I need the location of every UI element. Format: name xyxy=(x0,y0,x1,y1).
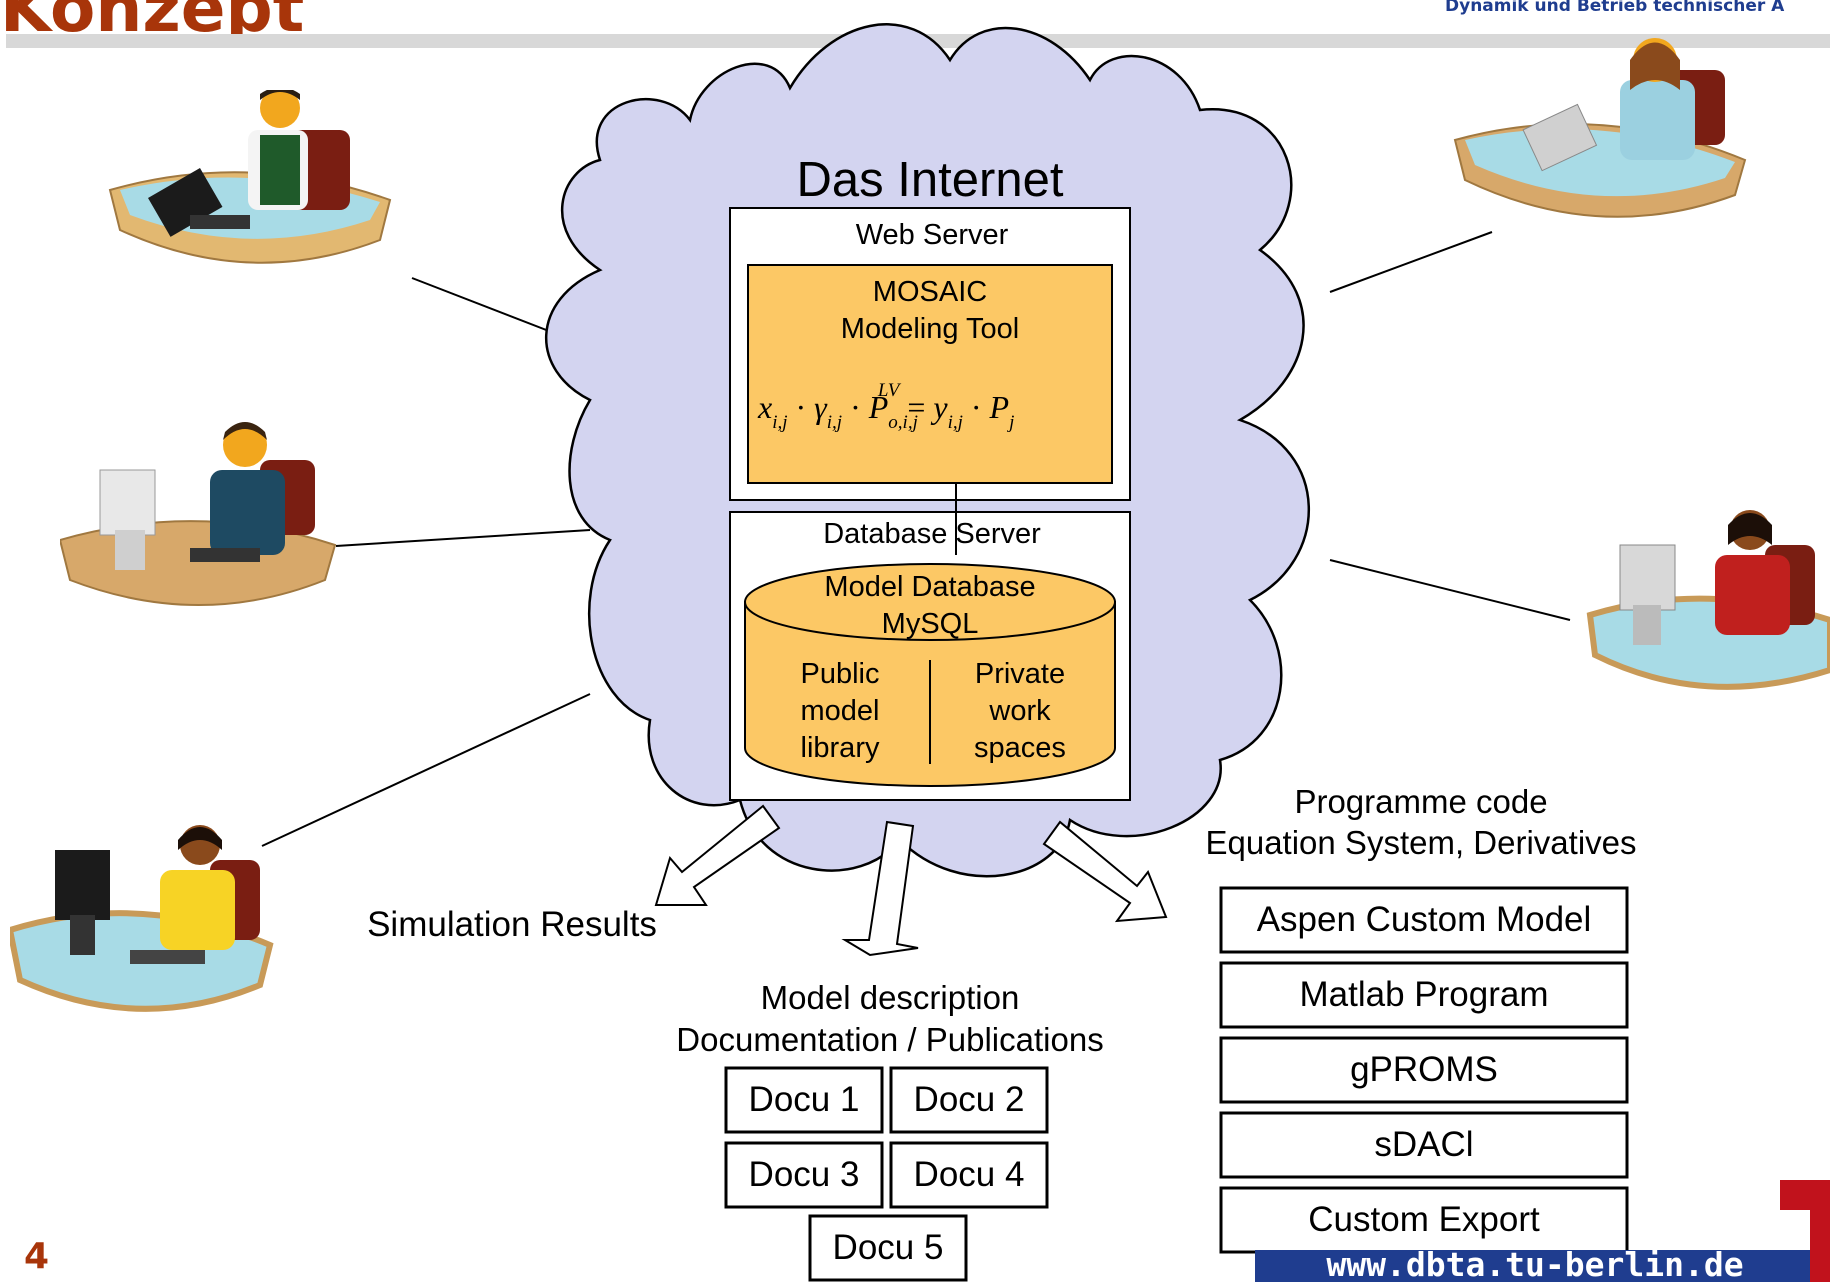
svg-text:xi,j · γi,j · Po,i,jLV = yi,j: xi,j · γi,j · Po,i,jLV = yi,j · Pj xyxy=(757,380,1014,433)
docu-4: Docu 4 xyxy=(913,1155,1025,1194)
modeling-tool-line1: MOSAIC xyxy=(873,276,987,308)
target-sdacl: sDACl xyxy=(1374,1125,1474,1164)
user-workstation-icon xyxy=(60,422,337,606)
user-workstation-icon xyxy=(1586,510,1830,690)
page-subtitle: Dynamik und Betrieb technischer A xyxy=(1445,0,1785,16)
web-server-label: Web Server xyxy=(856,219,1009,251)
user-workstation-icon xyxy=(10,825,274,1012)
public-line1: Public xyxy=(801,658,880,690)
target-custom-export: Custom Export xyxy=(1308,1200,1540,1239)
cloud-label: Das Internet xyxy=(797,153,1064,207)
private-line3: spaces xyxy=(974,732,1066,764)
target-gproms: gPROMS xyxy=(1350,1050,1498,1089)
docu-box-2 xyxy=(889,1066,1049,1134)
target-box-4 xyxy=(1219,1111,1629,1179)
docu-3: Docu 3 xyxy=(748,1155,860,1194)
arrow-simulation xyxy=(654,804,781,906)
connector-user-5 xyxy=(1329,559,1571,621)
private-line1: Private xyxy=(975,658,1065,690)
db-line1: Model Database xyxy=(824,571,1035,603)
tu-berlin-logo-icon xyxy=(1780,1180,1830,1282)
user-connectors xyxy=(261,231,1571,847)
model-description-line1: Model description xyxy=(761,979,1020,1016)
docu-box-4 xyxy=(889,1141,1049,1209)
programme-code-line2: Equation System, Derivatives xyxy=(1205,824,1636,861)
page-number: 4 xyxy=(24,1236,50,1277)
connector-user-4 xyxy=(1329,231,1493,293)
docu-2: Docu 2 xyxy=(913,1080,1025,1119)
target-box-3 xyxy=(1219,1036,1629,1104)
arrow-code xyxy=(1042,820,1168,923)
footer-bar xyxy=(1255,1250,1815,1282)
target-matlab: Matlab Program xyxy=(1299,975,1549,1014)
target-box-1 xyxy=(1219,886,1629,954)
target-box-2 xyxy=(1219,961,1629,1029)
connector-user-2 xyxy=(335,529,591,547)
db-line2: MySQL xyxy=(882,608,979,640)
docu-box-1 xyxy=(724,1066,884,1134)
database-server-label: Database Server xyxy=(823,518,1041,550)
footer-url[interactable]: www.dbta.tu-berlin.de xyxy=(1326,1245,1744,1284)
public-line2: model xyxy=(801,695,880,727)
private-line2: work xyxy=(988,695,1051,727)
connector-user-3 xyxy=(261,693,591,847)
user-workstation-icon xyxy=(1453,38,1747,218)
user-workstation-icon xyxy=(108,90,392,264)
equation: xi,j · γi,j · Po,i,jLV = yi,j · Pj xyxy=(757,380,1014,433)
docu-box-3 xyxy=(724,1141,884,1209)
modeling-tool-box xyxy=(747,264,1113,484)
target-box-5 xyxy=(1219,1186,1629,1254)
public-line3: library xyxy=(801,732,880,764)
model-description-line2: Documentation / Publications xyxy=(676,1021,1103,1058)
simulation-results-label: Simulation Results xyxy=(367,905,657,944)
arrow-docs xyxy=(841,820,919,957)
docu-1: Docu 1 xyxy=(748,1080,860,1119)
programme-code-line1: Programme code xyxy=(1294,783,1547,820)
docu-5: Docu 5 xyxy=(832,1228,944,1267)
target-aspen: Aspen Custom Model xyxy=(1256,900,1592,939)
docu-box-5 xyxy=(808,1214,968,1282)
modeling-tool-line2: Modeling Tool xyxy=(841,313,1019,345)
